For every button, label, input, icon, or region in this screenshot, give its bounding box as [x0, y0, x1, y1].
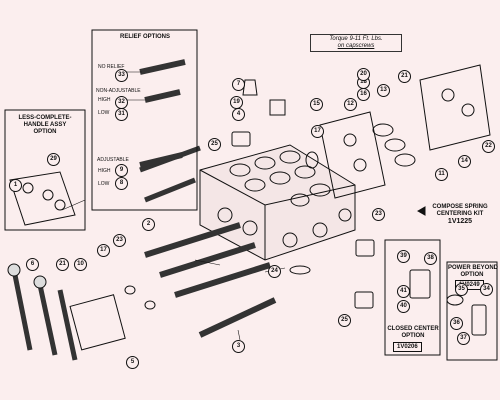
callout-1: 1 — [9, 179, 22, 192]
callout-9: 9 — [115, 164, 128, 177]
high-label-2: HIGH — [98, 168, 111, 174]
compose-kit-code: 1V1225 — [447, 218, 473, 225]
power-beyond-label: POWER BEYOND OPTION — [448, 265, 499, 279]
compose-kit-line1: COMPOSE SPRING — [432, 204, 488, 210]
low-label-2: LOW — [98, 181, 110, 187]
callout-7: 7 — [232, 78, 245, 91]
low-label-1: LOW — [98, 110, 110, 116]
callout-4: 4 — [232, 108, 245, 121]
less-complete-box — [4, 109, 86, 231]
closed-center-line1: CLOSED CENTER — [387, 326, 439, 332]
callout-37: 37 — [457, 332, 470, 345]
less-complete-line2: HANDLE ASSY — [23, 122, 67, 128]
callout-33: 33 — [115, 69, 128, 82]
relief-options-title: RELIEF OPTIONS — [119, 34, 170, 40]
callout-20: 20 — [357, 68, 370, 81]
torque-line2: on capscrews — [337, 43, 375, 49]
callout-17: 17 — [311, 125, 324, 138]
power-beyond-line2: OPTION — [460, 272, 484, 278]
callout-40: 40 — [397, 300, 410, 313]
callout-10: 10 — [74, 258, 87, 271]
callout-38: 38 — [424, 252, 437, 265]
callout-23b: 23 — [372, 208, 385, 221]
adjustable-label: ADJUSTABLE — [97, 157, 129, 163]
callout-16: 16 — [357, 88, 370, 101]
callout-19: 19 — [230, 96, 243, 109]
less-complete-label: LESS-COMPLETE- HANDLE ASSY OPTION — [10, 115, 80, 136]
callout-13: 13 — [377, 84, 390, 97]
compose-kit-label: COMPOSE SPRING CENTERING KIT 1V1225 — [425, 204, 495, 225]
callout-39: 39 — [397, 250, 410, 263]
closed-center-box — [384, 239, 441, 356]
callout-8: 8 — [115, 177, 128, 190]
power-beyond-box — [446, 261, 498, 361]
valve-body — [199, 144, 356, 261]
callout-34: 34 — [480, 283, 493, 296]
callout-2: 2 — [142, 218, 155, 231]
callout-17b: 17 — [97, 244, 110, 257]
callout-21b: 21 — [56, 258, 69, 271]
torque-line1: Torque 9-11 Ft. Lbs. — [329, 36, 383, 42]
callout-24: 24 — [268, 265, 281, 278]
relief-options-box — [91, 29, 198, 211]
callout-26: 25 — [338, 314, 351, 327]
callout-25: 25 — [208, 138, 221, 151]
handle-plate — [9, 171, 76, 226]
callout-31: 31 — [115, 108, 128, 121]
end-cap-plates — [319, 64, 491, 199]
kit-arrow-icon — [416, 206, 426, 216]
less-complete-line3: OPTION — [33, 129, 57, 135]
callout-41: 41 — [397, 285, 410, 298]
callout-5: 5 — [126, 356, 139, 369]
callout-11: 11 — [435, 168, 448, 181]
seal-rings — [124, 123, 416, 310]
callout-22: 22 — [482, 140, 495, 153]
callout-15: 15 — [310, 98, 323, 111]
less-complete-line1: LESS-COMPLETE- — [18, 115, 72, 121]
callout-35: 35 — [455, 283, 468, 296]
callout-12: 12 — [344, 98, 357, 111]
power-beyond-line1: POWER BEYOND — [448, 265, 499, 271]
no-relief-label: NO RELIEF — [98, 64, 125, 70]
plugs — [231, 79, 375, 309]
torque-note: Torque 9-11 Ft. Lbs. on capscrews — [310, 34, 402, 52]
closed-center-line2: OPTION — [401, 333, 425, 339]
callout-32: 32 — [115, 96, 128, 109]
callout-36: 36 — [450, 317, 463, 330]
callout-23: 23 — [113, 234, 126, 247]
high-label-1: HIGH — [98, 97, 111, 103]
callout-6: 6 — [26, 258, 39, 271]
callout-29: 29 — [47, 153, 60, 166]
closed-center-code: 1V0206 — [393, 342, 422, 352]
handle-assemblies — [7, 263, 126, 361]
non-adjustable-label: NON-ADJUSTABLE — [96, 88, 141, 94]
callout-3: 3 — [232, 340, 245, 353]
closed-center-label: CLOSED CENTER OPTION — [387, 326, 439, 340]
callout-21: 21 — [398, 70, 411, 83]
callout-14: 14 — [458, 155, 471, 168]
relief-cartridges — [139, 59, 186, 168]
compose-kit-line2: CENTERING KIT — [436, 211, 484, 217]
